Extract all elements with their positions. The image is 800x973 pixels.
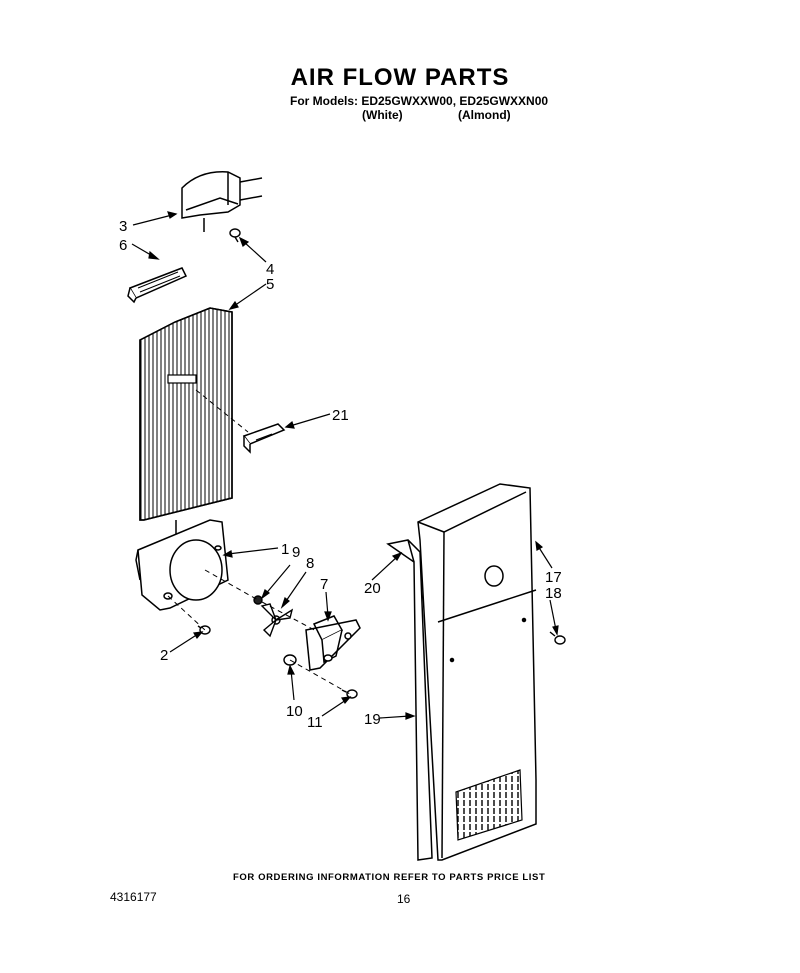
callout-1: 1 bbox=[281, 541, 289, 558]
callout-18: 18 bbox=[545, 585, 562, 602]
callout-9: 9 bbox=[292, 544, 300, 561]
callout-5: 5 bbox=[266, 276, 274, 293]
models-line: For Models: ED25GWXXW00, ED25GWXXN00 bbox=[290, 94, 549, 108]
callout-4: 4 bbox=[266, 261, 274, 278]
callout-11: 11 bbox=[307, 714, 323, 731]
variant-white: (White) bbox=[362, 108, 403, 122]
screw-18-part bbox=[549, 631, 566, 645]
assembly-lines bbox=[167, 389, 351, 695]
callout-7: 7 bbox=[320, 576, 328, 593]
document-number: 4316177 bbox=[110, 890, 157, 904]
evaporator-cover-part bbox=[139, 307, 233, 540]
callout-10: 10 bbox=[286, 703, 303, 720]
grille-part bbox=[127, 267, 188, 304]
callout-20: 20 bbox=[364, 580, 381, 597]
page-title: AIR FLOW PARTS bbox=[290, 64, 510, 91]
rear-panel-part bbox=[417, 483, 537, 861]
callout-3: 3 bbox=[119, 218, 127, 235]
callout-6: 6 bbox=[119, 237, 127, 254]
screw-4-part bbox=[229, 228, 241, 243]
air-duct-top-part bbox=[181, 171, 263, 232]
page-number: 16 bbox=[397, 892, 411, 906]
variant-almond: (Almond) bbox=[458, 108, 511, 122]
leader-lines bbox=[131, 211, 559, 720]
callout-8: 8 bbox=[306, 555, 314, 572]
clip-part bbox=[242, 423, 286, 454]
fan-motor-part bbox=[305, 615, 361, 671]
fan-shroud-part bbox=[135, 519, 229, 611]
ordering-footer: FOR ORDERING INFORMATION REFER TO PARTS … bbox=[233, 872, 546, 883]
callout-21: 21 bbox=[332, 407, 349, 424]
callout-2: 2 bbox=[160, 647, 168, 664]
fan-blade-part bbox=[253, 595, 294, 638]
callout-19: 19 bbox=[364, 711, 381, 728]
callout-17: 17 bbox=[545, 569, 562, 586]
channel-strip-part bbox=[386, 539, 433, 861]
